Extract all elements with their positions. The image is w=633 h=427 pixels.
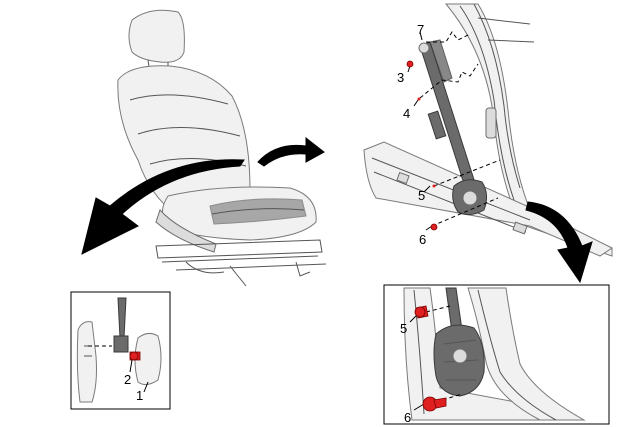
- callout-5-upper: 5: [418, 188, 425, 203]
- callout-6-lower: 6: [404, 410, 411, 425]
- fastener-4: [417, 97, 421, 101]
- callout-6-upper: 6: [419, 232, 426, 247]
- callout-5-lower: 5: [400, 321, 407, 336]
- curved-arrow-right: [257, 136, 325, 167]
- callout-2: 2: [124, 372, 131, 387]
- front-seat-illustration: [117, 9, 327, 287]
- buckle-detail-panel: [70, 291, 171, 410]
- curved-arrow-down-left: [81, 159, 245, 255]
- curved-arrow-down: [525, 201, 593, 284]
- callout-3: 3: [397, 70, 404, 85]
- fastener-6-lower: [422, 396, 447, 412]
- retractor-detail-panel: [383, 284, 610, 425]
- fastener-5-lower: [414, 305, 429, 319]
- b-pillar-illustration: [363, 3, 613, 257]
- callout-4: 4: [403, 106, 410, 121]
- callout-1: 1: [136, 388, 143, 403]
- fastener-6-upper: [430, 223, 438, 231]
- callout-7: 7: [417, 22, 424, 37]
- fastener-3: [406, 60, 414, 68]
- fastener-5-upper: [432, 184, 436, 188]
